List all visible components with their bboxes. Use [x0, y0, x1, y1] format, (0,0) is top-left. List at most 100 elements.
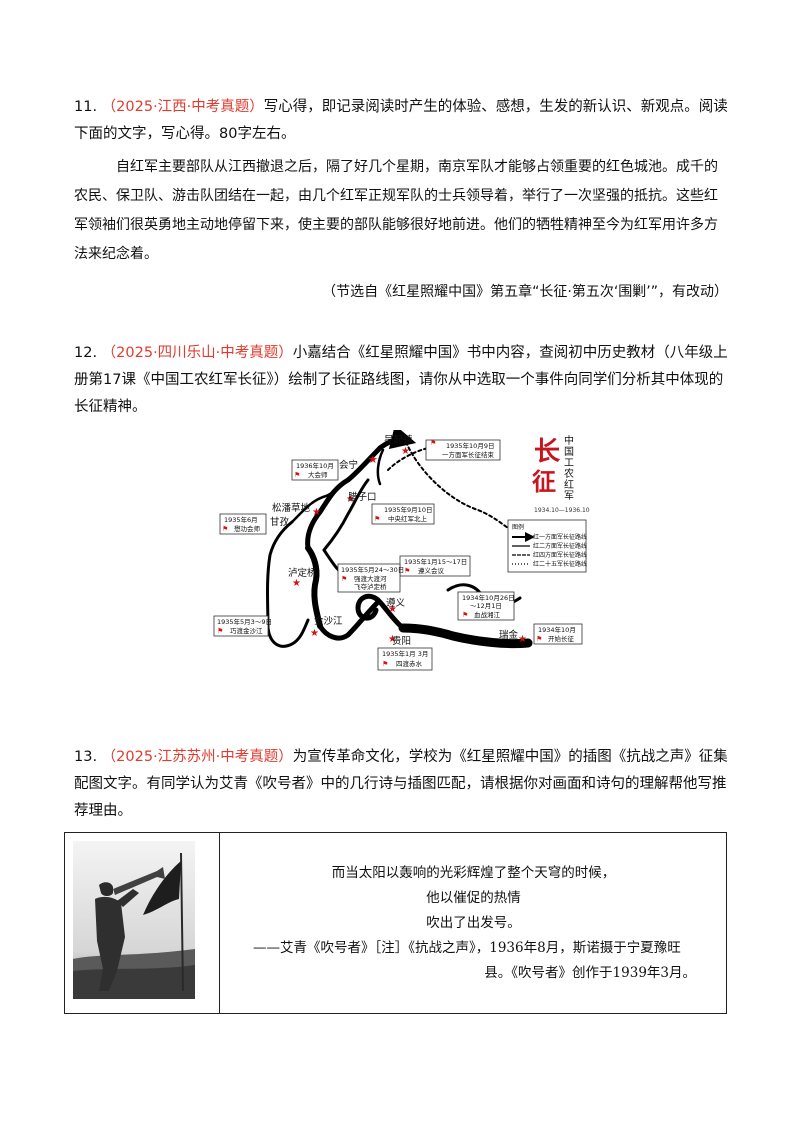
event-box-8: 1935年5月3～9日 ⚑ 巧渡金沙江	[213, 615, 272, 637]
star-icon: ★	[368, 453, 378, 466]
svg-text:开始长征: 开始长征	[548, 634, 575, 643]
question-text: 小嘉结合《红星照耀中国》书中内容，查阅初中历史教材（八年级上册第17课《中国工农…	[74, 345, 728, 415]
calligraphy-char-1: 长	[534, 437, 561, 467]
star-icon: ★	[388, 604, 397, 615]
svg-text:1935年9月10日: 1935年9月10日	[384, 505, 432, 514]
svg-text:1935年5月3～9日: 1935年5月3～9日	[217, 617, 272, 626]
place-huining: 会宁	[339, 459, 358, 471]
place-ruijin: 瑞金	[499, 629, 519, 641]
place-wuqizhen: 吴起镇	[384, 434, 413, 446]
star-icon: ★	[388, 634, 397, 645]
svg-text:⚑: ⚑	[404, 567, 410, 575]
question-source: （2025·四川乐山·中考真题）	[101, 345, 293, 361]
svg-text:红二方面军长征路线: 红二方面军长征路线	[533, 542, 587, 550]
event-box-5: 1935年1月15～17日 ⚑ 遵义会议	[399, 555, 471, 577]
svg-text:⚑: ⚑	[294, 471, 300, 479]
map-title: 中国工农红军	[564, 434, 574, 502]
svg-text:巧渡金沙江: 巧渡金沙江	[230, 626, 263, 635]
place-lazikou: 腊子口	[348, 492, 377, 503]
svg-text:1935年6月: 1935年6月	[224, 515, 258, 524]
passage-text: 自红军主要部队从江西撤退之后，隔了好几个星期，南京军队才能够占领重要的红色城池。…	[74, 159, 718, 262]
svg-text:⚑: ⚑	[536, 635, 542, 643]
poem-line: 而当太阳以轰响的光彩辉煌了整个天穹的时候，	[331, 865, 616, 881]
svg-text:1935年10月9日: 1935年10月9日	[446, 441, 494, 450]
map-title-block: 长 征 中国工农红军 1934.10—1936.10	[532, 434, 590, 514]
svg-text:强渡大渡河: 强渡大渡河	[354, 574, 387, 583]
star-icon: ★	[346, 494, 355, 505]
poem-line: 吹出了出发号。	[426, 915, 521, 931]
place-ganzi: 甘孜	[270, 516, 290, 528]
svg-text:中央红军北上: 中央红军北上	[388, 514, 428, 523]
star-icon: ★	[518, 634, 527, 645]
question-number: 11.	[74, 99, 98, 115]
place-jinsha: 金沙江	[314, 615, 343, 627]
question-source: （2025·江苏苏州·中考真题）	[101, 749, 293, 765]
svg-text:大会师: 大会师	[308, 470, 328, 479]
map-dates: 1934.10—1936.10	[534, 507, 590, 514]
svg-text:1935年5月24～30日: 1935年5月24～30日	[341, 565, 404, 574]
question-11-prompt: 11. （2025·江西·中考真题）写心得，即记录阅读时产生的体验、感想，生发的…	[74, 94, 728, 148]
event-box-3: 1935年9月10日 ⚑ 中央红军北上	[371, 503, 435, 525]
place-zunyi: 遵义	[386, 597, 406, 609]
map-legend: 图例 红一方面军长征路线 红二方面军长征路线 红四方面军长征路线 红二十五军长征…	[507, 519, 587, 573]
question-source: （2025·江西·中考真题）	[101, 99, 264, 115]
svg-text:1934年10月26日: 1934年10月26日	[462, 593, 515, 602]
svg-text:图例: 图例	[512, 523, 524, 531]
svg-text:⚑: ⚑	[217, 627, 223, 635]
poem-block: 而当太阳以轰响的光彩辉煌了整个天穹的时候， 他以催促的热情 吹出了出发号。 ——…	[221, 861, 726, 986]
question-text: 写心得，即记录阅读时产生的体验、感想，生发的新认识、新观点。阅读下面的文字，写心…	[74, 99, 728, 142]
question-13-prompt: 13. （2025·江苏苏州·中考真题）为宣传革命文化，学校为《红星照耀中国》的…	[74, 744, 728, 825]
svg-text:1935年1月 3月: 1935年1月 3月	[382, 649, 428, 658]
svg-text:1936年10月: 1936年10月	[296, 461, 334, 470]
route-first-front	[305, 430, 533, 649]
star-icon: ★	[292, 578, 301, 589]
question-11-passage: 自红军主要部队从江西撤退之后，隔了好几个星期，南京军队才能够占领重要的红色城池。…	[74, 153, 728, 269]
event-boxes: ⚑ 1935年10月9日 一方面军长征结束 1936年10月 ⚑ 大会师 193…	[213, 439, 583, 671]
illustration-table: 而当太阳以轰响的光彩辉煌了整个天穹的时候， 他以催促的热情 吹出了出发号。 ——…	[64, 832, 727, 1014]
event-box-2: 1936年10月 ⚑ 大会师	[291, 459, 339, 481]
svg-text:四渡赤水: 四渡赤水	[396, 659, 423, 668]
svg-text:血战湘江: 血战湘江	[474, 610, 501, 619]
event-box-1: ⚑ 1935年10月9日 一方面军长征结束	[425, 439, 501, 461]
svg-text:懋功会师: 懋功会师	[234, 524, 261, 533]
event-box-10: 1934年10月 ⚑ 开始长征	[533, 623, 583, 645]
route-25th-army	[387, 441, 519, 535]
svg-text:红一方面军长征路线: 红一方面军长征路线	[533, 533, 587, 541]
question-number: 13.	[74, 749, 98, 765]
svg-text:⚑: ⚑	[222, 525, 228, 533]
bugler-photo	[73, 841, 195, 999]
svg-text:⚑: ⚑	[430, 439, 436, 447]
svg-text:飞夺泸定桥: 飞夺泸定桥	[354, 582, 387, 591]
event-box-9: 1935年1月 3月 ⚑ 四渡赤水	[377, 647, 433, 671]
place-markers: ★ ★ ★ ★ ★ ★ ★ ★ ★	[292, 446, 527, 645]
svg-text:1935年1月15～17日: 1935年1月15～17日	[404, 557, 467, 566]
poem-line: 他以催促的热情	[426, 890, 521, 906]
star-icon: ★	[401, 446, 410, 457]
star-icon: ★	[312, 507, 321, 518]
question-text: 为宣传革命文化，学校为《红星照耀中国》的插图《抗战之声》征集配图文字。有同学认为…	[74, 749, 728, 819]
star-icon: ★	[310, 628, 319, 639]
question-number: 12.	[74, 345, 98, 361]
poem-reference-cont: 县。《吹号者》创作于1939年3月。	[484, 965, 696, 981]
svg-text:⚑: ⚑	[341, 575, 347, 583]
svg-text:一方面军长征结束: 一方面军长征结束	[442, 450, 495, 459]
calligraphy-char-2: 征	[532, 467, 556, 496]
poem-reference: ——艾青《吹号者》［注］《抗战之声》，1936年8月，斯诺摄于宁夏豫旺	[253, 940, 681, 956]
place-luding: 泸定桥	[288, 567, 317, 579]
question-12-prompt: 12. （2025·四川乐山·中考真题）小嘉结合《红星照耀中国》书中内容，查阅初…	[74, 340, 728, 421]
long-march-map: ★ ★ ★ ★ ★ ★ ★ ★ ★ 吴起镇 会宁 腊子口 松潘草地 甘孜 泸定桥…	[213, 430, 590, 671]
svg-text:1934年10月: 1934年10月	[538, 625, 576, 634]
svg-text:～12月1日: ～12月1日	[470, 602, 502, 610]
table-divider	[219, 833, 220, 1013]
question-11-citation: （节选自《红星照耀中国》第五章“长征·第五次‘围剿’”，有改动）	[322, 284, 728, 300]
event-box-6: 1935年5月24～30日 ⚑ 强渡大渡河 飞夺泸定桥	[337, 563, 404, 593]
svg-text:遵义会议: 遵义会议	[418, 566, 445, 575]
svg-text:⚑: ⚑	[462, 611, 468, 619]
place-songpan: 松潘草地	[272, 502, 311, 514]
event-box-7: 1934年10月26日 ～12月1日 ⚑ 血战湘江	[457, 591, 515, 621]
svg-text:⚑: ⚑	[382, 660, 388, 668]
event-box-4: 1935年6月 ⚑ 懋功会师	[219, 513, 267, 535]
svg-text:红二十五军长征路线: 红二十五军长征路线	[533, 560, 587, 568]
svg-text:⚑: ⚑	[374, 515, 380, 523]
place-guiyang: 贵阳	[392, 635, 411, 647]
